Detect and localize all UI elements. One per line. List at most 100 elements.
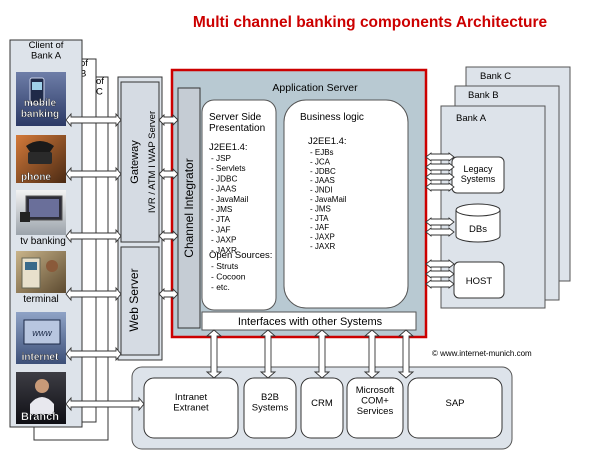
atm-terminal-icon — [21, 257, 58, 289]
double-arrow — [425, 279, 455, 289]
diagram-title: Multi channel banking components Archite… — [193, 14, 548, 31]
list-item: - JAAS — [310, 176, 335, 185]
text-line: Intranet — [175, 392, 208, 403]
text-line: Server Side — [209, 112, 262, 123]
list-item: - JAF — [211, 225, 231, 234]
text-line: Client of — [29, 40, 64, 51]
telephone-icon — [26, 141, 54, 164]
connector-arrows — [65, 112, 455, 412]
channel-terminal[interactable]: terminal — [16, 251, 66, 305]
intranet-extranet-box[interactable] — [143, 377, 239, 439]
channel-branch[interactable]: Branch — [16, 372, 66, 424]
bank-a-label: Bank A — [456, 113, 487, 124]
text-line: Branch — [21, 411, 59, 423]
branch-person-icon — [30, 379, 54, 414]
text-line: COM+ — [361, 396, 389, 407]
double-arrow — [425, 182, 455, 192]
double-arrow — [425, 162, 455, 172]
list-item: - Cocoon — [211, 272, 246, 282]
text-line: C — [96, 87, 103, 98]
com-services-box[interactable] — [346, 377, 404, 439]
bank-c-label: Bank C — [480, 71, 511, 82]
business-logic-box[interactable] — [283, 99, 409, 309]
double-arrow — [158, 287, 179, 301]
channel-branch-label: Branch — [21, 411, 59, 423]
text-line: of — [96, 76, 104, 87]
text-line: B — [80, 69, 86, 80]
text-line: Services — [357, 406, 394, 417]
gateway-box[interactable] — [120, 81, 160, 243]
open-sources-title: Open Sources: — [209, 250, 272, 261]
interfaces-label: Interfaces with other Systems — [238, 316, 383, 328]
list-item: - JNDI — [310, 186, 333, 195]
dbs-label: DBs — [469, 224, 487, 235]
text-line: SAP — [445, 398, 464, 409]
internet-screen-icon: www — [23, 319, 61, 345]
list-item: - JMS — [211, 205, 233, 214]
channel-tv[interactable]: tv banking — [16, 190, 66, 247]
double-arrow — [65, 346, 122, 362]
channel-terminal-label: terminal — [23, 294, 59, 305]
bank-b-label: Bank B — [468, 90, 499, 101]
list-item: - JSP — [211, 154, 232, 163]
list-item: - Servlets — [211, 164, 246, 173]
channel-phone-label: phone — [21, 172, 51, 183]
double-arrow — [65, 166, 122, 182]
double-arrow — [397, 329, 415, 379]
presentation-box[interactable] — [201, 99, 277, 311]
text-line: Presentation — [209, 123, 265, 134]
gateway-sublabel: IVR / ATM I WAP Server — [147, 111, 158, 213]
text-line: Bank A — [31, 51, 62, 62]
channel-integrator[interactable] — [177, 87, 201, 329]
business-logic-items: - EJBs- JCA- JDBC- JAAS- JNDI- JavaMail-… — [310, 148, 347, 251]
web-server-box[interactable] — [120, 246, 160, 356]
list-item: - JAXR — [211, 246, 237, 255]
text-line: terminal — [23, 294, 59, 305]
channel-phone[interactable]: phone — [16, 135, 66, 183]
double-arrow — [425, 217, 455, 227]
list-item: - JMS — [310, 204, 331, 213]
list-item: - JCA — [310, 157, 331, 166]
dbs-cylinder[interactable]: DBs — [455, 203, 501, 243]
open-sources-items: - Struts- Cocoon- etc. — [211, 261, 246, 292]
tv-icon — [20, 195, 63, 222]
host-box[interactable] — [453, 261, 505, 299]
copyright-text: © www.internet-munich.com — [432, 349, 532, 358]
list-item: - JTA — [310, 214, 329, 223]
channel-integrator-label: Channel Integrator — [182, 158, 196, 257]
text-line: Extranet — [173, 403, 209, 414]
text-line: Systems — [461, 174, 496, 184]
mobile-phone-icon — [29, 77, 45, 105]
double-arrow — [158, 229, 179, 243]
list-item: - JavaMail — [211, 195, 248, 204]
double-arrow — [65, 228, 122, 244]
double-arrow — [65, 112, 122, 128]
double-arrow — [259, 329, 277, 379]
sap-box[interactable] — [407, 377, 503, 439]
b2b-systems-box[interactable] — [243, 377, 297, 439]
channel-internet[interactable]: www internet — [16, 312, 66, 364]
sap-label: SAP — [445, 398, 464, 409]
double-arrow — [205, 329, 223, 379]
gateway-panel: Gateway IVR / ATM I WAP Server Web Serve… — [117, 76, 163, 361]
interfaces-box[interactable] — [201, 311, 417, 331]
double-arrow — [158, 113, 179, 127]
list-item: - JDBC — [211, 174, 237, 183]
list-item: - JavaMail — [310, 195, 347, 204]
business-logic-title: Business logic — [300, 112, 364, 123]
list-item: - EJBs — [310, 148, 334, 157]
text-line: Legacy — [463, 164, 493, 174]
list-item: - JAF — [310, 223, 329, 232]
double-arrow — [425, 172, 455, 182]
